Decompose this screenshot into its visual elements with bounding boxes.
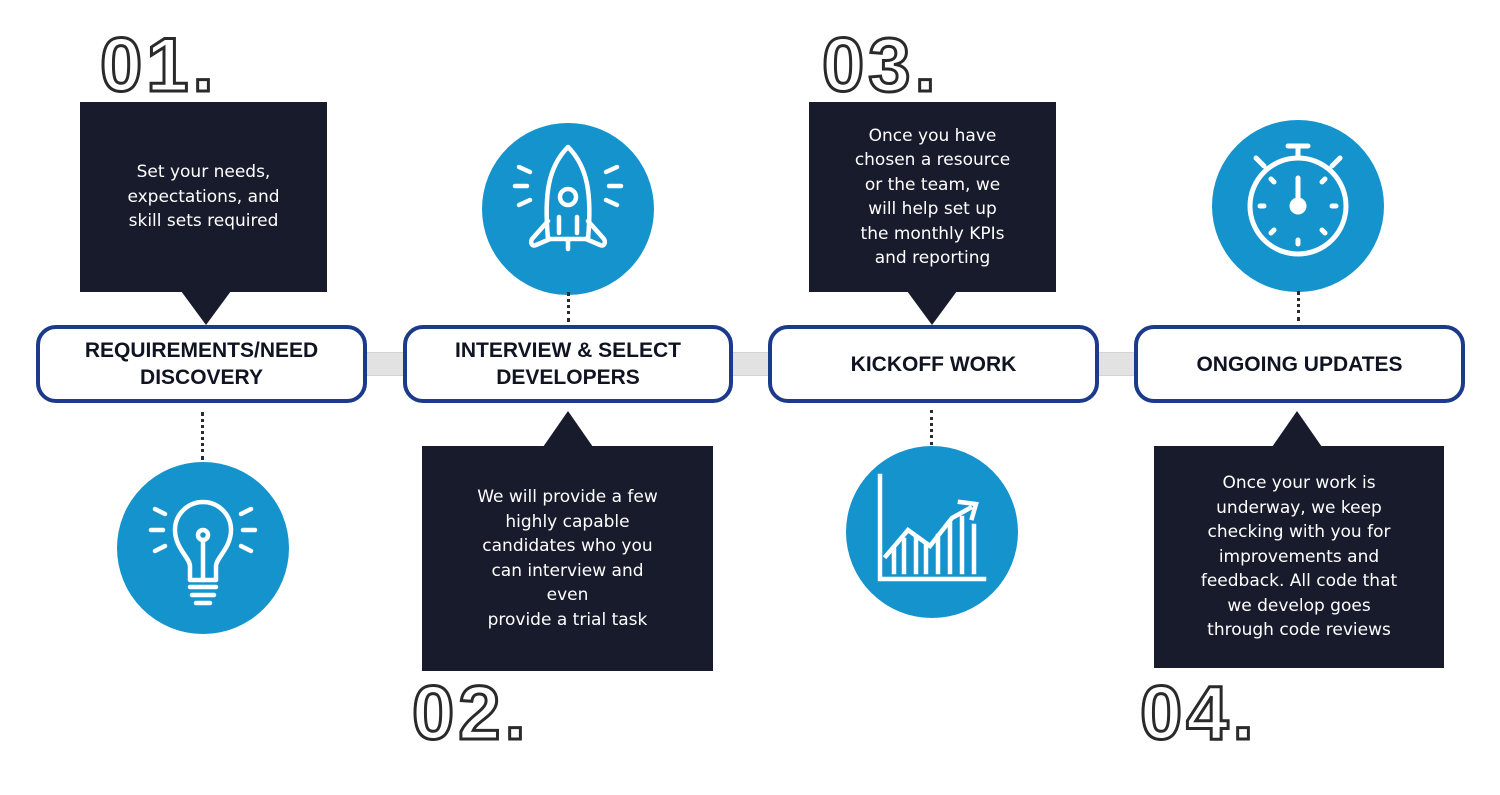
step-4-number: 04.	[1139, 671, 1258, 756]
connector-2-3	[729, 352, 771, 376]
step-2-pointer	[543, 411, 593, 447]
step-4-title: ONGOING UPDATES	[1196, 352, 1403, 376]
step-3-icon-circle	[846, 446, 1018, 618]
step-2-number: 02.	[411, 671, 530, 756]
step-3-pointer	[907, 291, 957, 325]
step-3-title: KICKOFF WORK	[850, 352, 1017, 376]
step-1-title: REQUIREMENTS/NEED DISCOVERY	[84, 339, 319, 389]
step-2-title: INTERVIEW & SELECT DEVELOPERS	[455, 339, 681, 389]
growth-chart-icon	[877, 473, 987, 582]
step-2-icon-circle	[482, 123, 654, 295]
step-4-icon-circle	[1212, 120, 1384, 292]
step-2-description: We will provide a few highly capable can…	[477, 487, 658, 630]
step-4-title-pill: ONGOING UPDATES	[1134, 325, 1465, 403]
connector-3-4	[1096, 352, 1138, 376]
step-3-description-box: Once you have chosen a resource or the t…	[809, 102, 1056, 292]
step-1-pointer	[181, 291, 231, 325]
rocket-icon	[512, 144, 624, 252]
step-4-description: Once your work is underway, we keep chec…	[1200, 473, 1398, 641]
step-3-number: 03.	[821, 23, 940, 108]
step-1-title-pill: REQUIREMENTS/NEED DISCOVERY	[36, 325, 367, 403]
step-2-dotted-leader	[567, 292, 570, 322]
step-1-dotted-leader	[201, 412, 204, 460]
step-2-title-pill: INTERVIEW & SELECT DEVELOPERS	[403, 325, 733, 403]
step-2-description-box: We will provide a few highly capable can…	[422, 446, 713, 671]
step-4-pointer	[1272, 411, 1322, 447]
step-3-dotted-leader	[930, 410, 933, 445]
step-1-description-box: Set your needs, expectations, and skill …	[80, 102, 327, 292]
step-1-icon-circle	[117, 462, 289, 634]
lightbulb-icon	[148, 499, 258, 606]
step-3-title-pill: KICKOFF WORK	[768, 325, 1099, 403]
connector-1-2	[364, 352, 406, 376]
step-1-number: 01.	[99, 23, 218, 108]
step-4-description-box: Once your work is underway, we keep chec…	[1154, 446, 1444, 668]
step-4-dotted-leader	[1297, 291, 1300, 321]
step-3-description: Once you have chosen a resource or the t…	[854, 125, 1011, 269]
step-1-description: Set your needs, expectations, and skill …	[127, 162, 280, 232]
stopwatch-icon	[1247, 143, 1349, 257]
